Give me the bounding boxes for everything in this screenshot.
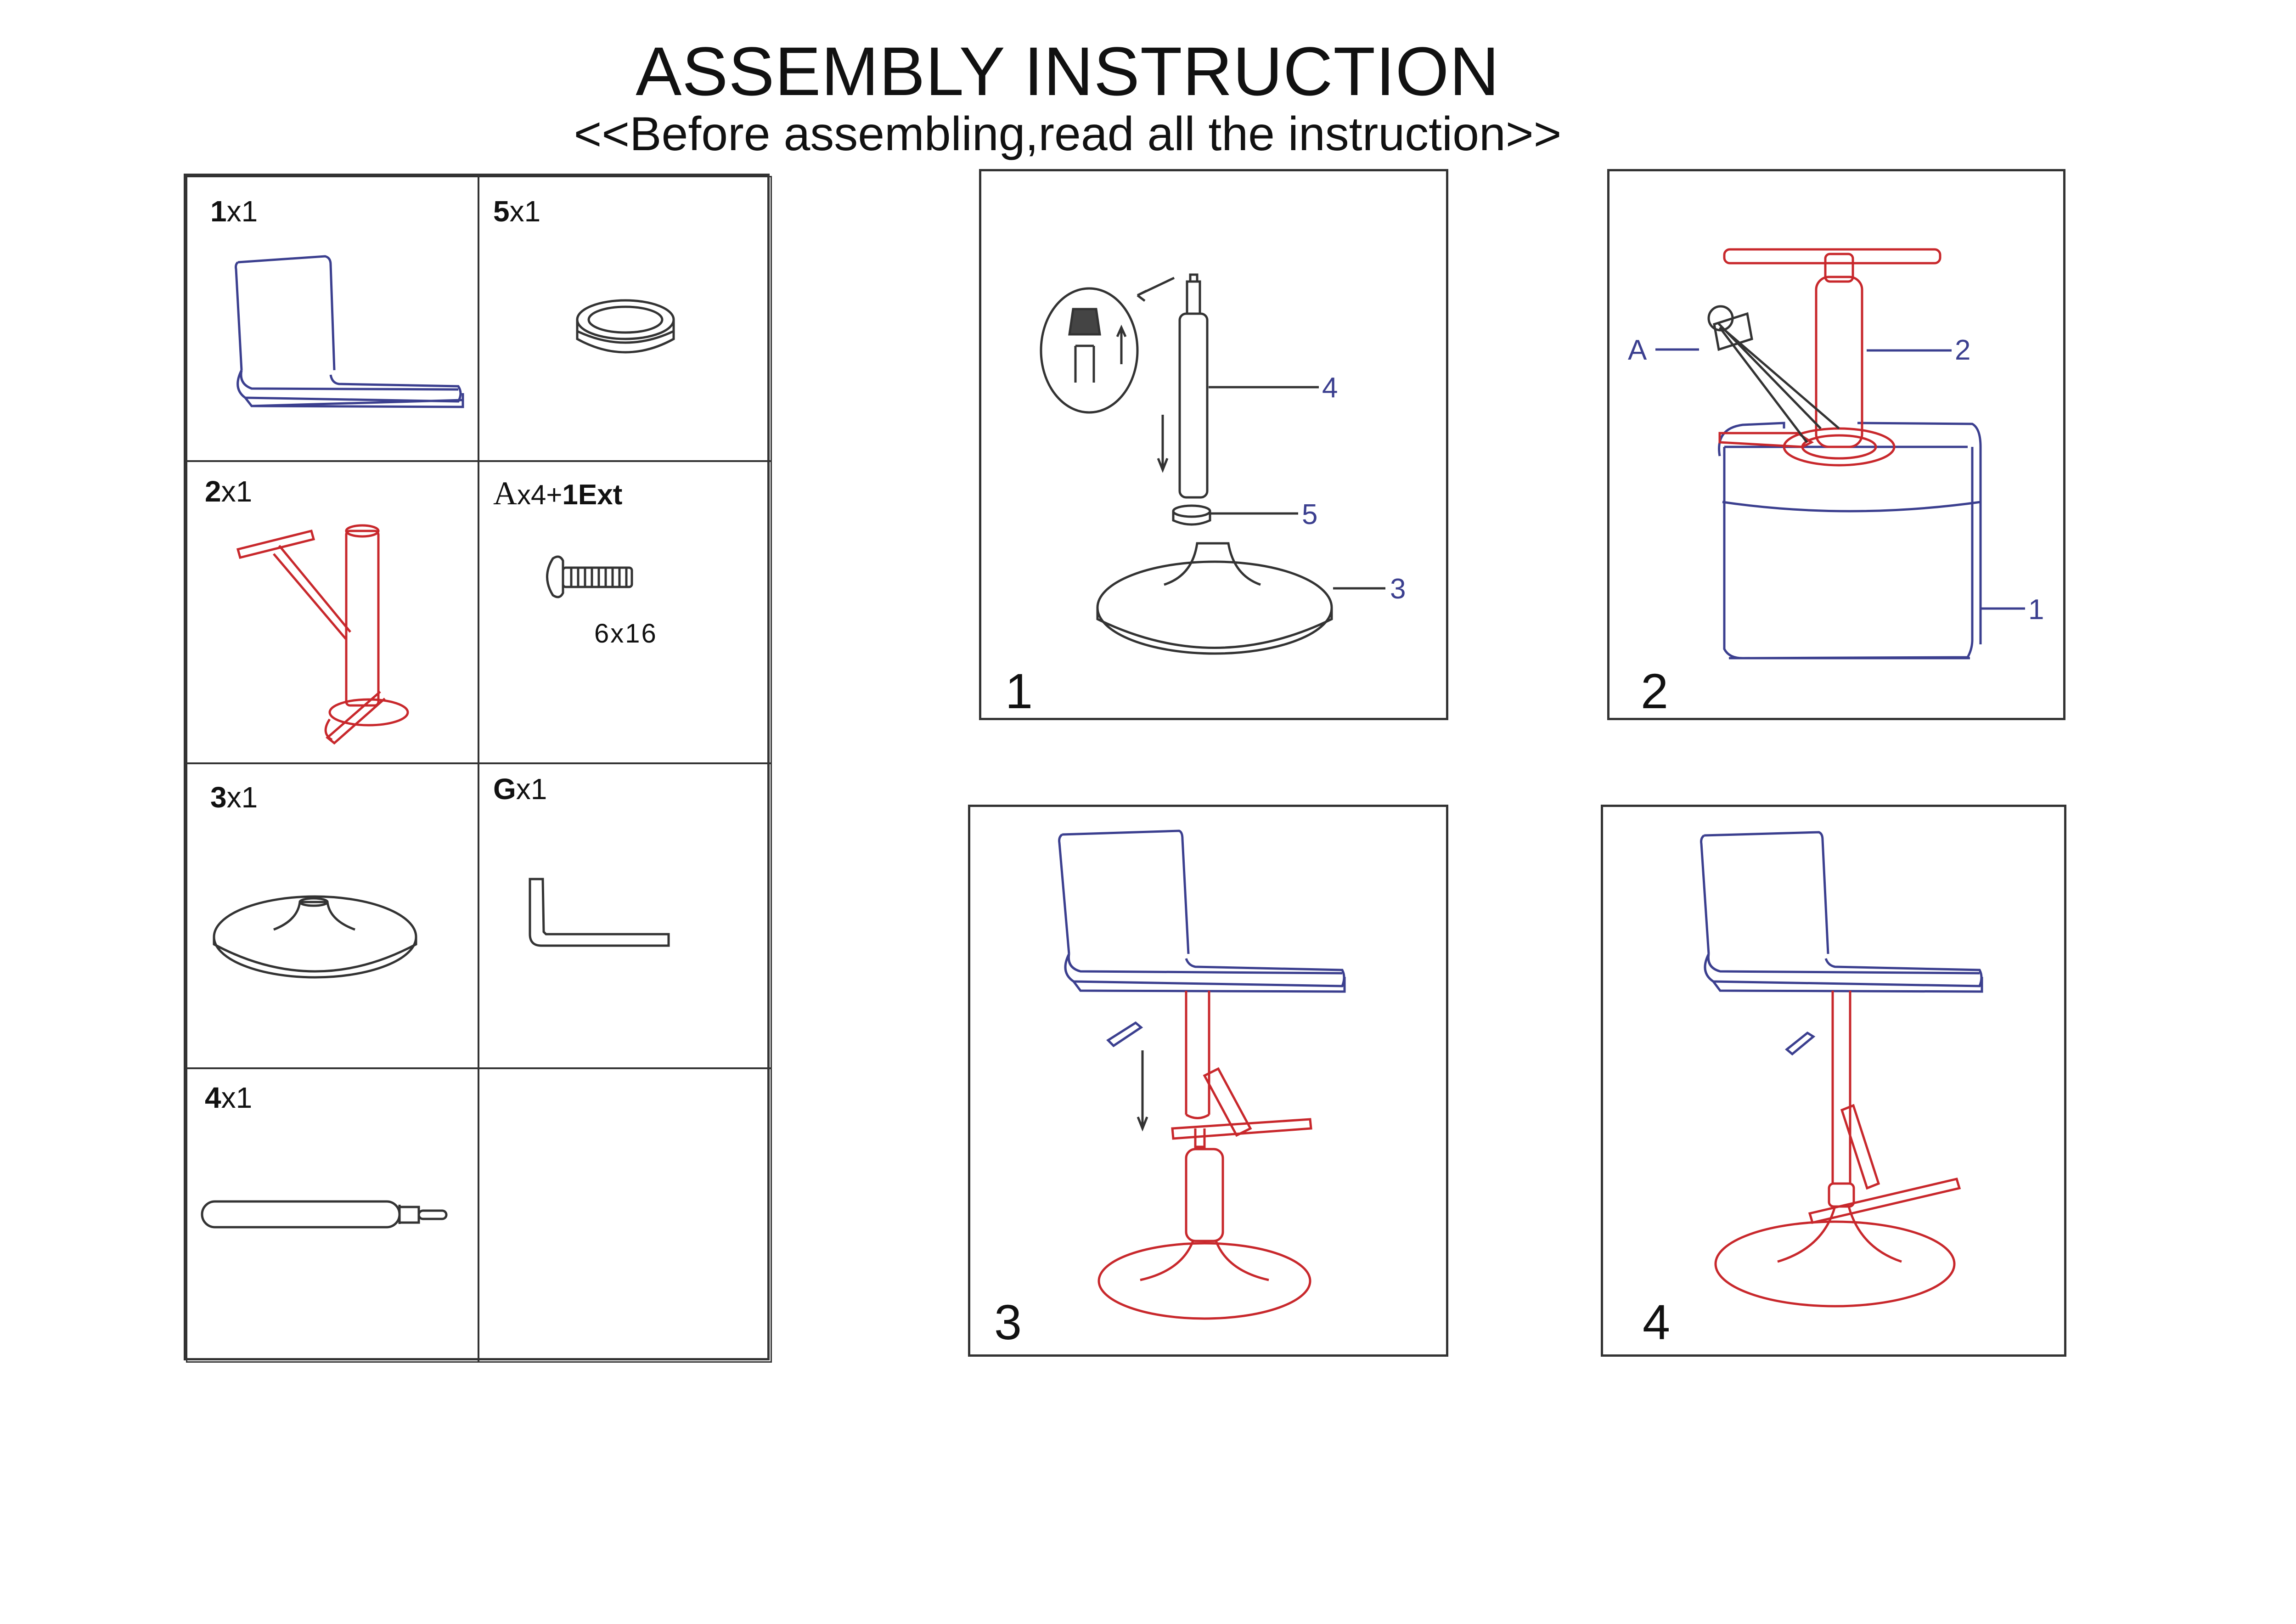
- page-subtitle: <<Before assembling,read all the instruc…: [574, 107, 1562, 161]
- step-panel-1: 4 5 3 1: [979, 169, 1448, 720]
- part-number: 1: [210, 195, 227, 228]
- step-panel-2: A 2 1 2: [1607, 169, 2065, 720]
- callout-label: 5: [1302, 499, 1317, 530]
- step-3-illustration: [1058, 829, 1346, 1320]
- part-cell-allen-key: Gx1: [478, 763, 772, 1069]
- part-cell-bolt: Ax4+1Ext 6x16: [478, 461, 772, 764]
- part-label: 1x1: [210, 197, 258, 226]
- base-icon: [213, 895, 417, 979]
- allen-key-icon: [529, 878, 670, 947]
- step-number: 2: [1641, 663, 1669, 719]
- part-number: 2: [205, 475, 221, 508]
- part-number: 3: [210, 781, 227, 814]
- part-cell-ring: 5x1: [478, 176, 772, 462]
- part-extra: 1Ext: [562, 479, 623, 511]
- step-1-illustration: [1040, 273, 1385, 655]
- part-label: Gx1: [493, 774, 547, 804]
- parts-table: 1x1 5x1 2x1: [184, 174, 772, 1363]
- part-label: 5x1: [493, 197, 540, 226]
- bolt-size: 6x16: [594, 619, 658, 648]
- page-title: ASSEMBLY INSTRUCTION: [636, 33, 1500, 110]
- callout-label: 3: [1390, 573, 1406, 605]
- part-quantity: x1: [221, 1081, 253, 1114]
- callout-label: A: [1628, 334, 1647, 366]
- part-cell-empty: [478, 1068, 772, 1363]
- part-cell-base: 3x1: [186, 763, 479, 1069]
- gas-cylinder-icon: [201, 1200, 448, 1229]
- part-number: 4: [205, 1081, 221, 1114]
- part-label: Ax4+1Ext: [493, 477, 622, 510]
- part-label: 2x1: [205, 477, 252, 506]
- step-panel-4: 4: [1601, 805, 2066, 1357]
- step-4-illustration: [1700, 831, 1983, 1308]
- part-quantity: x1: [226, 781, 258, 814]
- part-label: 4x1: [205, 1083, 252, 1112]
- bolt-icon: [546, 555, 633, 598]
- part-cell-seat: 1x1: [186, 176, 479, 462]
- part-quantity: x1: [509, 195, 541, 228]
- step-number: 4: [1643, 1294, 1671, 1350]
- step-number: 3: [994, 1294, 1022, 1350]
- part-label: 3x1: [210, 783, 258, 812]
- callout-label: 2: [1955, 334, 1970, 366]
- lift-mechanism-icon: [236, 524, 409, 745]
- detail-bubble: [1040, 287, 1139, 414]
- part-quantity: x1: [516, 773, 547, 806]
- part-quantity: x4+: [517, 479, 563, 510]
- step-panel-3: 3: [968, 805, 1448, 1357]
- callout-label: 1: [2028, 594, 2044, 626]
- part-cell-gas-cylinder: 4x1: [186, 1068, 479, 1363]
- step-2-illustration: [1655, 248, 2025, 660]
- step-1-callouts: 4 5 3: [1302, 372, 1406, 605]
- part-number: 5: [493, 195, 510, 228]
- part-number: A: [493, 475, 517, 512]
- part-quantity: x1: [221, 475, 253, 508]
- part-quantity: x1: [226, 195, 258, 228]
- part-number: G: [493, 773, 516, 806]
- step-2-callouts: A 2 1: [1628, 334, 2044, 626]
- ring-icon: [576, 299, 675, 354]
- step-number: 1: [1005, 663, 1033, 719]
- seat-icon: [235, 255, 464, 408]
- callout-label: 4: [1322, 372, 1338, 404]
- part-cell-lift-mechanism: 2x1: [186, 461, 479, 764]
